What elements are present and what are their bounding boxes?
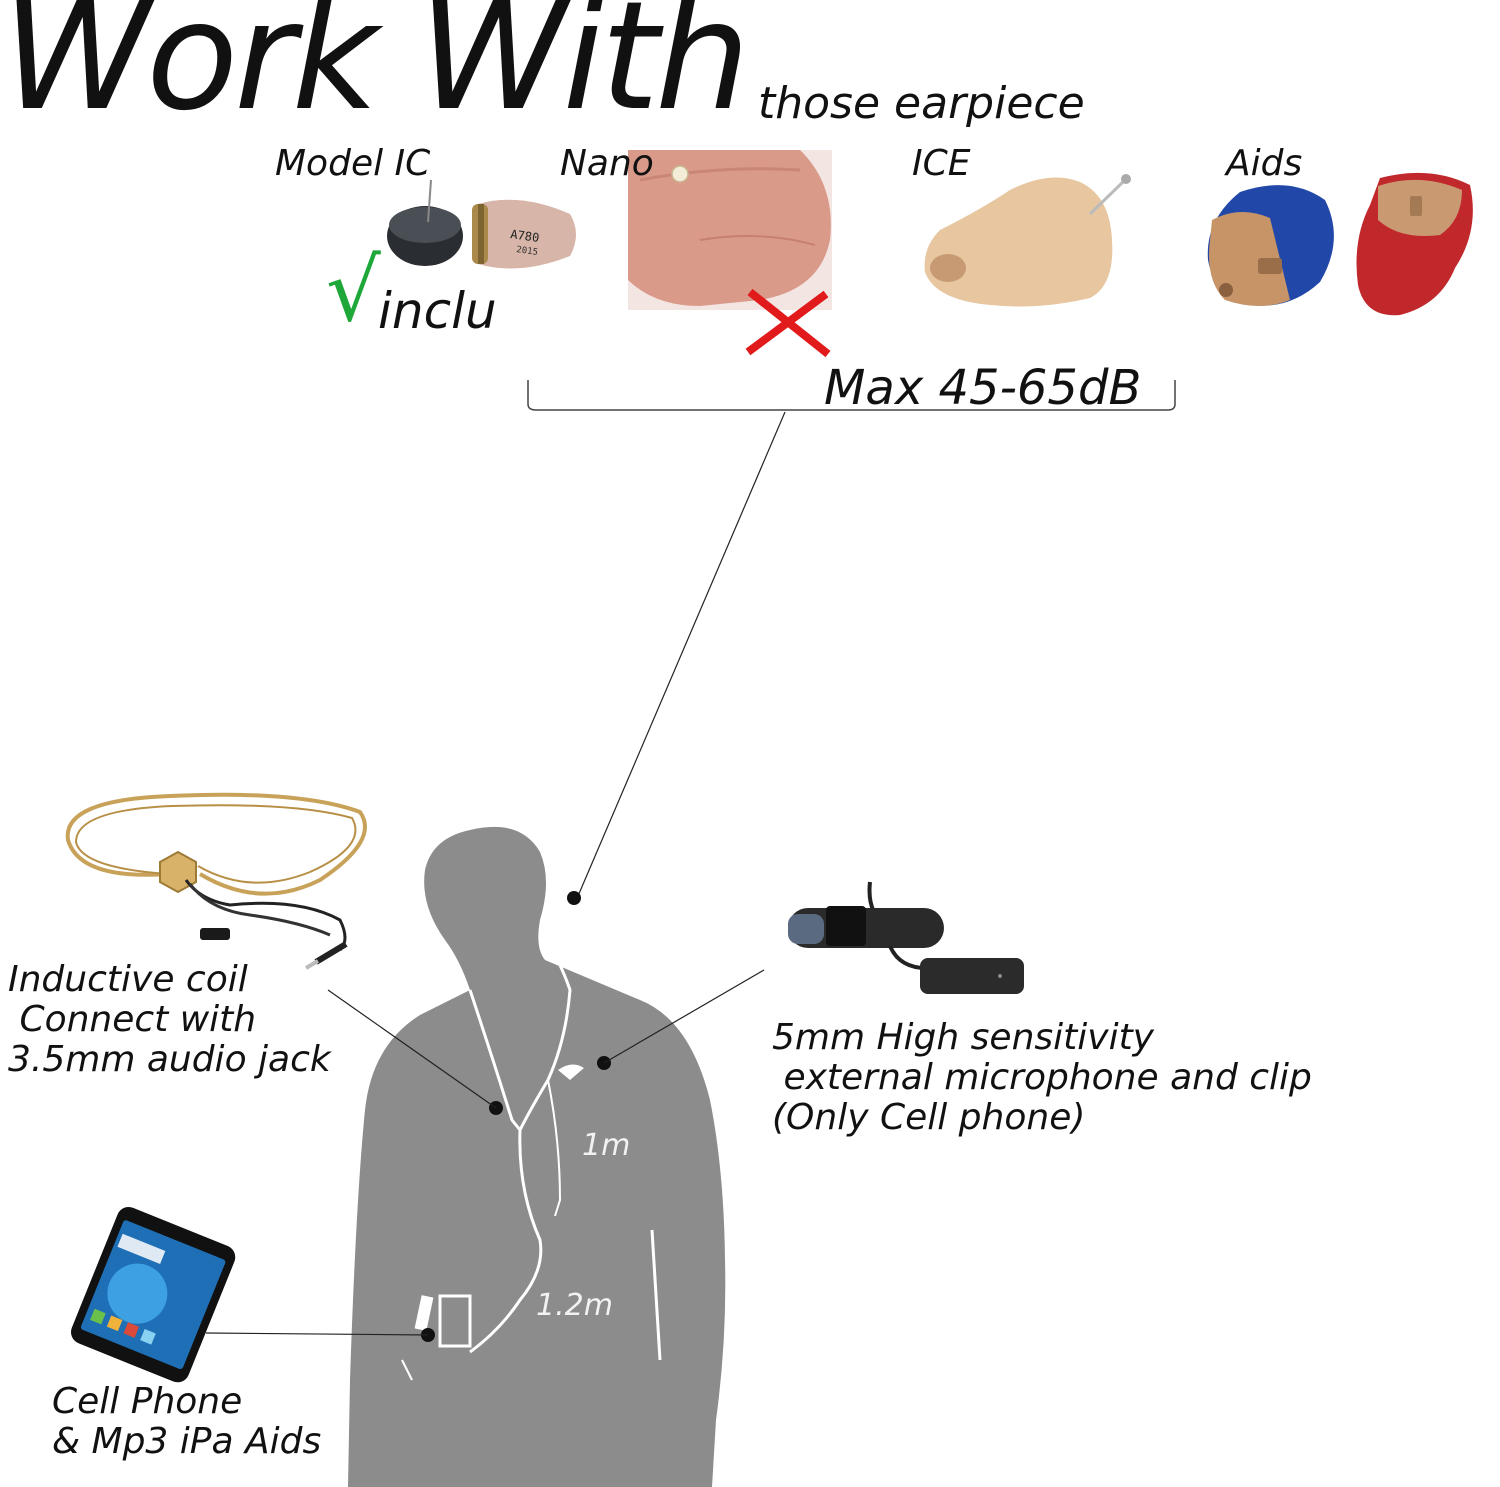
- person-silhouette-icon: [348, 826, 726, 1487]
- phone-callout: Cell Phone & Mp3 iPa Aids: [52, 1381, 322, 1462]
- model-ic-earpiece-icon: A780 2015: [387, 179, 576, 269]
- svg-text:A780: A780: [510, 227, 541, 245]
- label-model-ic: Model IC: [275, 143, 431, 184]
- microphone-clip-icon: [788, 881, 1024, 994]
- grouping-brace: [527, 380, 1176, 411]
- ice-earpiece-icon: [924, 174, 1131, 307]
- max-volume-label: Max 45-65dB: [824, 360, 1142, 416]
- cable-length-lower: 1.2m: [536, 1288, 613, 1323]
- nano-earpiece-icon: [628, 150, 832, 358]
- check-icon: √: [326, 241, 381, 341]
- microphone-callout: 5mm High sensitivity external microphone…: [772, 1017, 1312, 1138]
- inductive-coil-icon: [65, 792, 367, 970]
- headline: Work With: [2, 0, 750, 144]
- included-note: inclu: [378, 282, 497, 340]
- smartphone-icon: [70, 1206, 236, 1383]
- subheadline: those earpiece: [758, 78, 1085, 129]
- cable-length-upper: 1m: [582, 1128, 631, 1163]
- inductive-coil-callout: Inductive coil Connect with 3.5mm audio …: [8, 959, 331, 1080]
- label-aids: Aids: [1226, 143, 1303, 184]
- hearing-aid-icon: [1207, 172, 1473, 316]
- svg-text:2015: 2015: [516, 245, 539, 258]
- label-nano: Nano: [560, 143, 654, 184]
- label-ice: ICE: [912, 143, 971, 184]
